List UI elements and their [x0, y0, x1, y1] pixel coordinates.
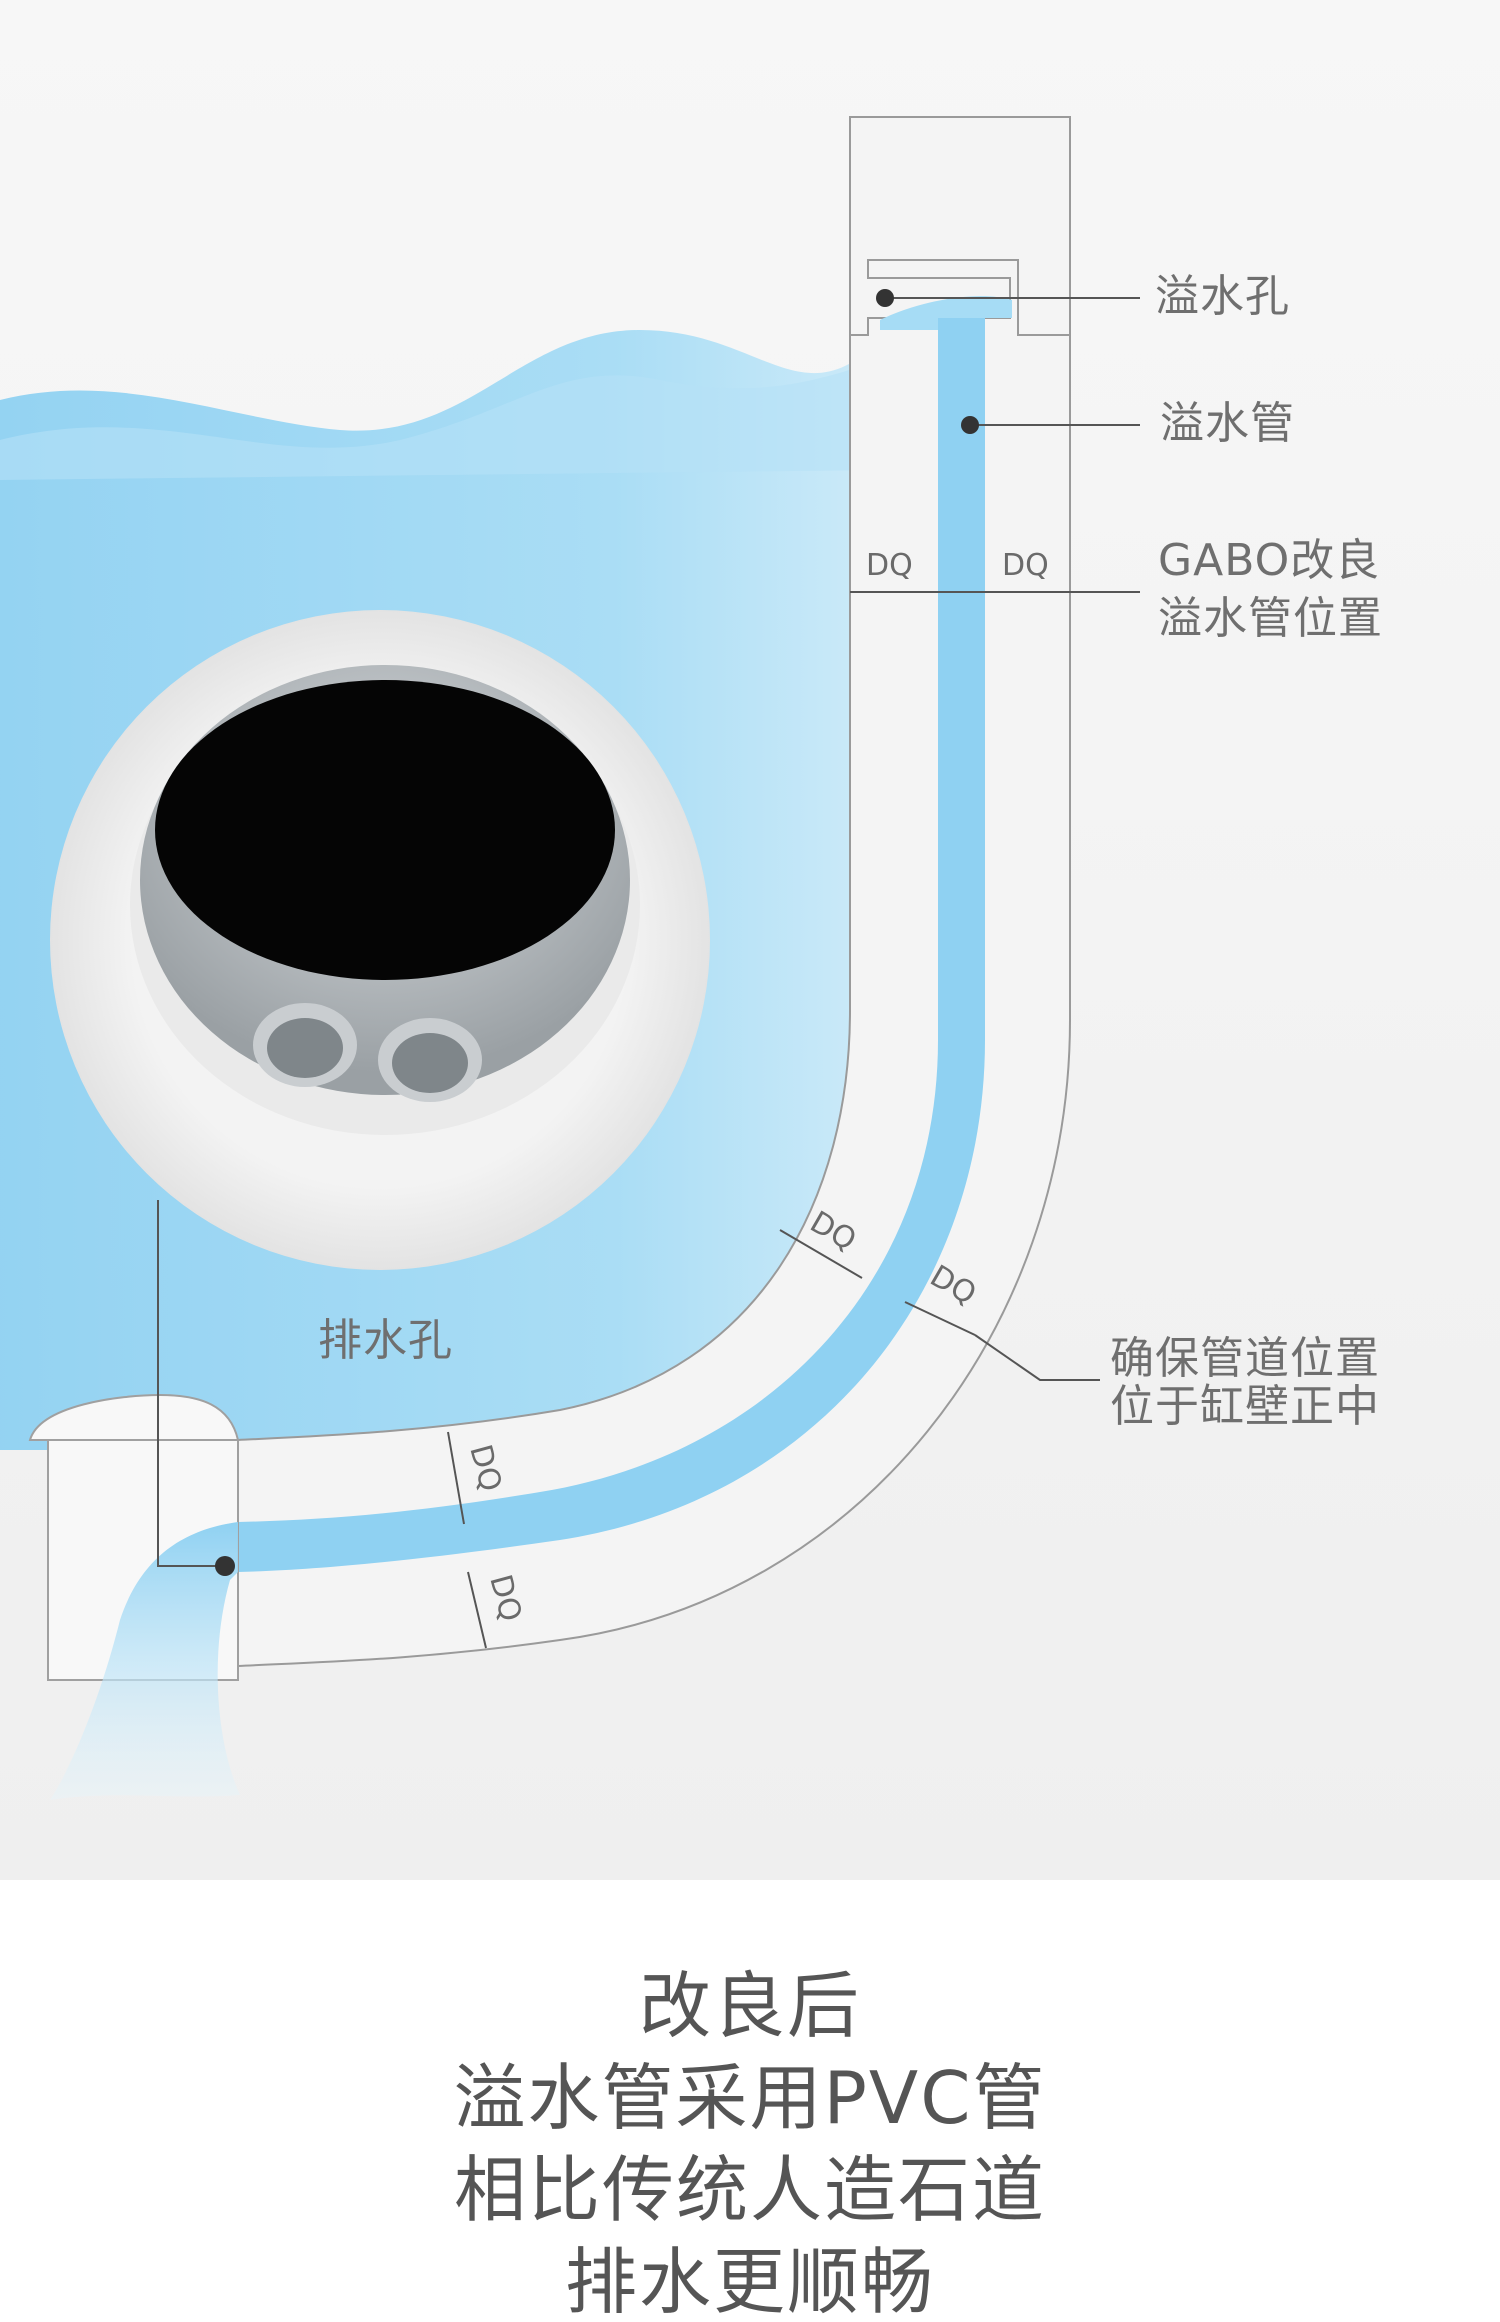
overflow-inflow — [880, 296, 1012, 330]
gabo-label-line1: GABO改良 — [1158, 535, 1381, 586]
leader-lines — [157, 297, 1140, 1567]
overflow-pipe-diagram: DQ DQ DQ DQ DQ DQ — [0, 0, 1500, 1880]
tub-wall — [237, 116, 1071, 1668]
water-back-wave — [0, 360, 880, 480]
caption-line-1: 改良后 — [638, 1964, 861, 2048]
drain-cap — [28, 1393, 240, 1441]
overflow-pipe-label: 溢水管 — [1160, 398, 1295, 449]
dq-label-2: DQ — [1002, 548, 1049, 583]
overflow-hole-label: 溢水孔 — [1155, 271, 1290, 322]
caption-line-3: 相比传统人造石道 — [453, 2148, 1046, 2232]
caption-line-2: 溢水管采用PVC管 — [453, 2056, 1047, 2140]
center-label: 确保管道位置 位于缸壁正中 — [1110, 1335, 1380, 1431]
center-label-line2: 位于缸壁正中 — [1110, 1381, 1380, 1432]
dimension-markers — [447, 591, 1070, 1649]
caption-line-4: 排水更顺畅 — [564, 2240, 935, 2322]
drain-hole-label: 排水孔 — [318, 1315, 453, 1366]
gabo-label: GABO改良 溢水管位置 — [1158, 532, 1383, 648]
drain-hole-photo — [50, 610, 710, 1270]
water-fall — [50, 1522, 240, 1800]
tub-rim — [849, 116, 1071, 336]
center-label-line1: 确保管道位置 — [1110, 1333, 1380, 1384]
caption: 改良后 溢水管采用PVC管 相比传统人造石道 排水更顺畅 — [0, 1960, 1500, 2322]
dq-label-1: DQ — [866, 548, 913, 583]
gabo-label-line2: 溢水管位置 — [1158, 593, 1383, 644]
leader-dots — [215, 289, 979, 1576]
